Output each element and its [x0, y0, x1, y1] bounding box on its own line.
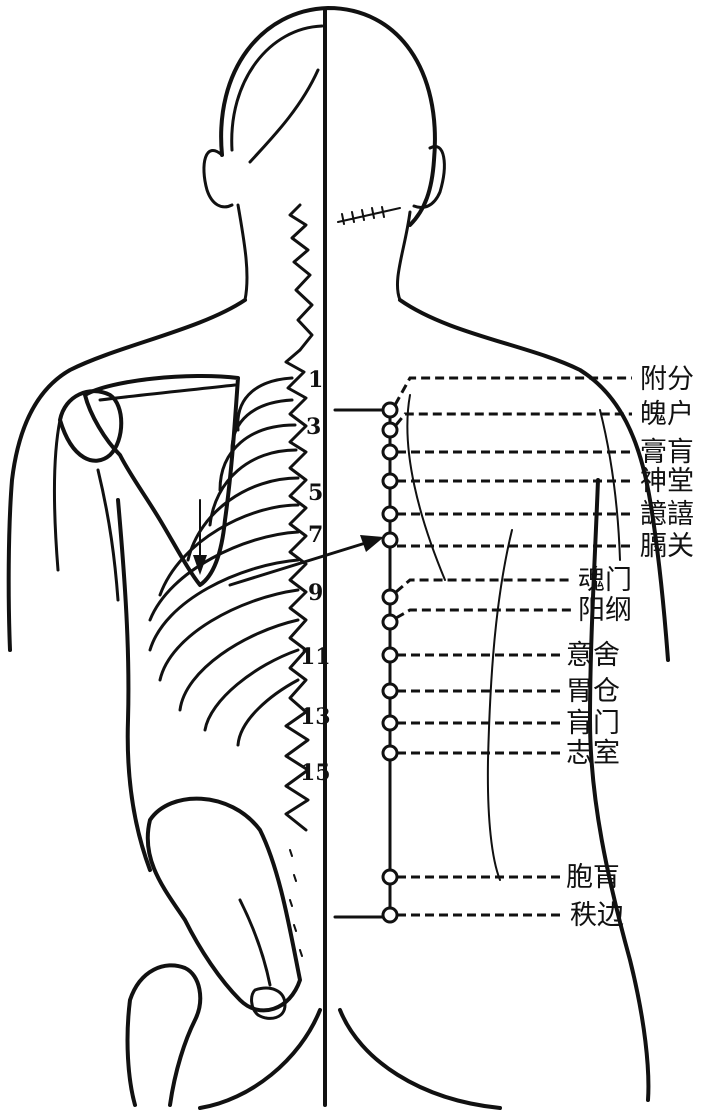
left-flank: [116, 498, 152, 872]
right-flank: [588, 478, 651, 1102]
acupoint-label: 魄户: [640, 399, 694, 430]
rib-6: [158, 503, 300, 597]
vertebra-label: 15: [300, 760, 331, 786]
thoracic-spine: [284, 348, 308, 714]
acupoint-marker: [381, 682, 399, 700]
left-upper-arm: [53, 418, 120, 602]
rib-9: [158, 588, 300, 682]
rib-7: [148, 530, 300, 622]
acupoint-label: 阳纲: [578, 595, 632, 626]
body-outline: [6, 6, 670, 1110]
buttocks-line: [198, 1008, 502, 1110]
neck-left: [236, 203, 249, 302]
right-shoulder: [398, 298, 670, 662]
right-armpit-fold: [599, 409, 621, 561]
humerus-head: [58, 389, 124, 463]
vertebra-label: 7: [308, 522, 323, 548]
vertebra-label: 5: [308, 480, 323, 506]
acupoint-marker: [381, 868, 399, 886]
leader-line: [394, 412, 632, 426]
rib-5: [186, 476, 300, 562]
acupoint-label: 肓门: [566, 708, 620, 739]
vertebra-label: 9: [308, 580, 323, 606]
acupoint-marker: [381, 714, 399, 732]
acupoint-label: 胞肓: [566, 862, 620, 893]
acupoint-marker: [381, 646, 399, 664]
scapula: [83, 373, 240, 587]
right-ear: [412, 145, 446, 209]
rib-11: [203, 648, 300, 732]
hair-line: [230, 24, 324, 164]
cervical-spine: [288, 203, 314, 352]
acupoint-label: 譩譆: [640, 499, 694, 530]
vertebra-label: 3: [306, 414, 321, 440]
obturator: [250, 986, 287, 1020]
rib-12: [236, 678, 300, 747]
left-ear: [202, 149, 234, 209]
acupoint-marker: [381, 744, 399, 762]
lumbar-spine: [284, 710, 310, 832]
rib-4: [208, 448, 298, 527]
neck-right: [395, 210, 412, 302]
leader-line: [395, 608, 572, 620]
acupoint-group: 附分 魄户 膏肓 神堂 譩譆 膈关 魂门 阳纲 意舍 胃仓: [381, 364, 694, 931]
sacroiliac-joint: [238, 898, 272, 987]
acupoint-label: 秩边: [570, 900, 624, 931]
acupoint-label: 神堂: [640, 466, 694, 497]
head-outline: [219, 6, 437, 227]
scapula-spine: [98, 383, 237, 402]
acupoint-marker: [381, 531, 399, 549]
leader-line: [393, 376, 632, 406]
vertebra-label: 1: [308, 367, 323, 393]
skeleton: [58, 203, 384, 1107]
acupoint-label: 志室: [566, 738, 620, 769]
vertebra-label: 13: [300, 704, 331, 730]
acupoint-label: 膏肓: [640, 437, 694, 468]
acupoint-label: 意舍: [566, 640, 620, 671]
acupoint-marker: [381, 421, 399, 439]
acupoint-label: 魂门: [578, 565, 632, 596]
movement-arrow-shaft: [228, 539, 374, 587]
vertebra-label: 11: [300, 644, 331, 670]
acupoint-label: 膈关: [640, 531, 694, 562]
acupoint-marker: [381, 505, 399, 523]
hairline-hatch: [337, 206, 401, 225]
rib-8: [148, 558, 300, 652]
femur: [125, 963, 203, 1107]
ilium: [145, 796, 302, 1013]
acupoint-marker: [381, 613, 399, 631]
acupoint-marker: [381, 443, 399, 461]
acupoint-marker: [381, 588, 399, 606]
movement-arrow-head: [360, 535, 384, 552]
rib-3: [218, 423, 297, 492]
acupoint-marker: [381, 906, 399, 924]
rib-1: [236, 376, 294, 432]
right-scapula-edge: [406, 394, 513, 881]
acupoint-label: 附分: [640, 364, 694, 395]
left-shoulder: [6, 298, 247, 652]
rib-10: [178, 618, 300, 712]
acupoint-label: 胃仓: [566, 676, 620, 707]
acupoint-marker: [381, 401, 399, 419]
leader-line: [395, 578, 572, 594]
rib-2: [230, 398, 294, 457]
vertebra-numbers: 1 3 5 7 9 11 13 15: [300, 367, 331, 786]
acupoint-marker: [381, 472, 399, 490]
sacral-dots: [289, 849, 303, 957]
